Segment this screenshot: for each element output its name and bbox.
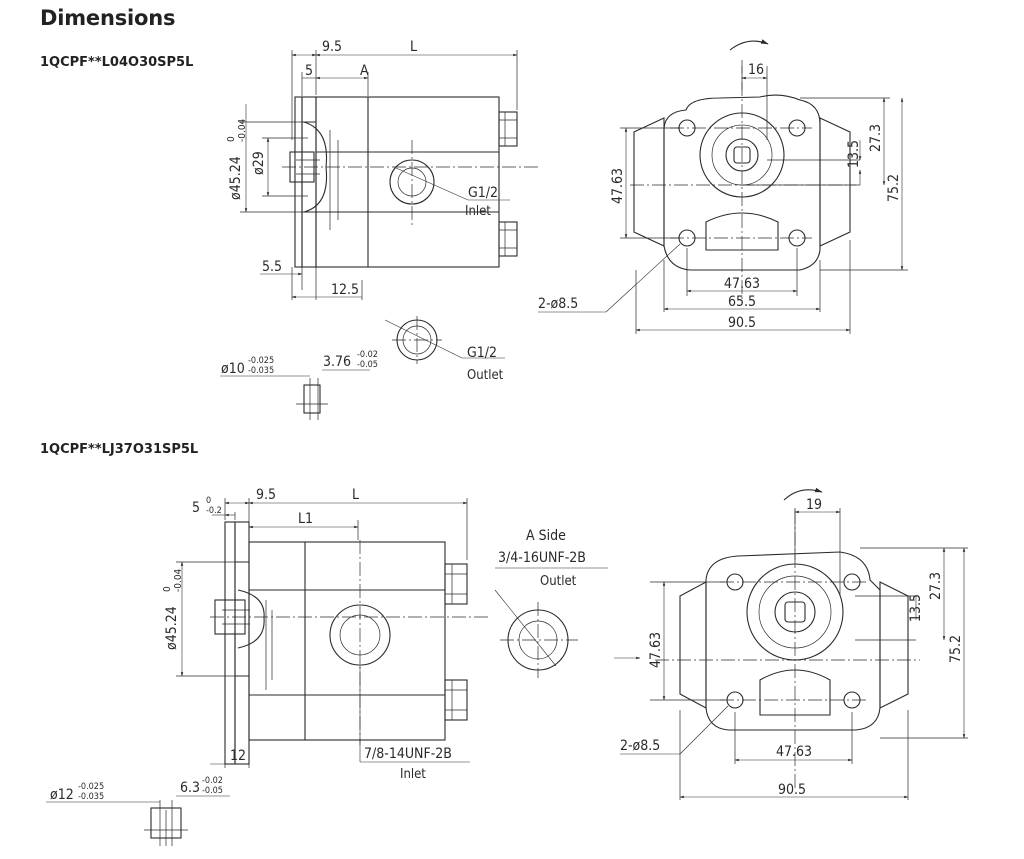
svg-text:-0.02: -0.02: [357, 350, 378, 360]
dim-A: A: [360, 63, 369, 79]
outlet-label: Outlet: [467, 368, 504, 383]
svg-text:-0.025: -0.025: [78, 782, 104, 792]
front-flange-2: [705, 551, 881, 731]
inlet-port: [389, 159, 435, 205]
dim-75-2-2: 75.2: [948, 635, 964, 663]
svg-text:0: 0: [226, 136, 237, 142]
inlet-thread: G1/2: [468, 185, 498, 201]
shaft-dia: ø10: [221, 361, 245, 377]
dim-29: ø29: [251, 151, 267, 175]
svg-text:-0.035: -0.035: [78, 792, 104, 802]
model-1-front-view: [538, 39, 908, 334]
dim-pilot-dia-2: ø45.24: [164, 606, 180, 650]
svg-text:-0.04: -0.04: [173, 568, 184, 592]
dim-5-5: 5.5: [262, 259, 282, 275]
outlet-thread: G1/2: [467, 345, 497, 361]
dim-47-63-h-2: 47.63: [776, 744, 812, 760]
dim-47-63-v: 47.63: [610, 168, 626, 204]
dim-L1: L1: [298, 511, 313, 527]
rotation-arrow-2: [783, 487, 823, 501]
mounting-flange-2: [224, 521, 236, 765]
dim-12-5: 12.5: [331, 282, 359, 298]
a-side-label: Outlet: [540, 574, 577, 589]
fitting-top: [498, 111, 518, 147]
inlet-label: Inlet: [465, 204, 491, 219]
dim-L: L: [410, 39, 417, 55]
dim-90-5-2: 90.5: [778, 782, 806, 798]
pump-body-2: [248, 541, 446, 741]
svg-text:-0.04: -0.04: [237, 118, 248, 142]
model-1-shaft-key-section: [220, 369, 370, 420]
holes-label: 2-ø8.5: [538, 296, 578, 312]
rotation-arrow: [729, 39, 769, 51]
dim-27-3: 27.3: [868, 124, 884, 152]
dim-19: 19: [806, 497, 822, 513]
dim-5: 5: [305, 63, 313, 79]
dim-13-5: 13.5: [846, 140, 862, 168]
fitting-top-2: [444, 563, 468, 605]
model-2-shaft-key-section: [46, 795, 230, 846]
page-heading: Dimensions: [40, 6, 176, 30]
holes-label-2: 2-ø8.5: [620, 738, 660, 754]
svg-text:-0.02: -0.02: [202, 776, 223, 786]
dim-47-63-v-2: 47.63: [648, 632, 664, 668]
a-side-thread: 3/4-16UNF-2B: [498, 550, 586, 566]
fitting-bottom: [498, 221, 518, 257]
dim-13-5-2: 13.5: [908, 594, 924, 622]
dim-65-5: 65.5: [728, 294, 756, 310]
pump-body: [315, 96, 500, 268]
dim-90-5: 90.5: [728, 315, 756, 331]
model-2-side-view: [176, 498, 490, 768]
inlet-thread-2: 7/8-14UNF-2B: [364, 746, 452, 762]
model-2-title: 1QCPF**LJ37O31SP5L: [40, 442, 199, 457]
shaft-key: 3.76: [323, 354, 351, 370]
shaft-key-2: 6.3: [180, 780, 200, 796]
svg-text:-0.05: -0.05: [357, 360, 378, 370]
dim-12: 12: [230, 748, 246, 764]
svg-text:-0.05: -0.05: [202, 786, 223, 796]
dim-9-5: 9.5: [322, 39, 342, 55]
dim-16: 16: [748, 62, 764, 78]
svg-text:-0.035: -0.035: [248, 366, 274, 376]
shaft-dia-2: ø12: [50, 787, 74, 803]
model-1-title: 1QCPF**L04O30SP5L: [40, 55, 194, 70]
dim-47-63-h: 47.63: [724, 276, 760, 292]
model-2-a-side-port: [494, 567, 608, 678]
dim-27-3-2: 27.3: [928, 572, 944, 600]
model-2-front-view: [614, 487, 968, 800]
fitting-bottom-2: [444, 679, 468, 721]
dim-9-5-2: 9.5: [256, 487, 276, 503]
dim-75-2: 75.2: [886, 174, 902, 202]
a-side-title: A Side: [526, 528, 566, 544]
inlet-label-2: Inlet: [400, 767, 426, 782]
svg-text:-0.025: -0.025: [248, 356, 274, 366]
model-1-side-view: [240, 50, 540, 300]
svg-text:-0.2: -0.2: [206, 506, 222, 516]
dim-L-2: L: [352, 487, 359, 503]
dim-pilot-dia: ø45.24: [228, 156, 244, 200]
dim-5-2: 5: [192, 500, 200, 516]
model-1-outlet-port: [384, 316, 505, 364]
svg-text:0: 0: [206, 496, 211, 506]
svg-text:0: 0: [162, 586, 173, 592]
